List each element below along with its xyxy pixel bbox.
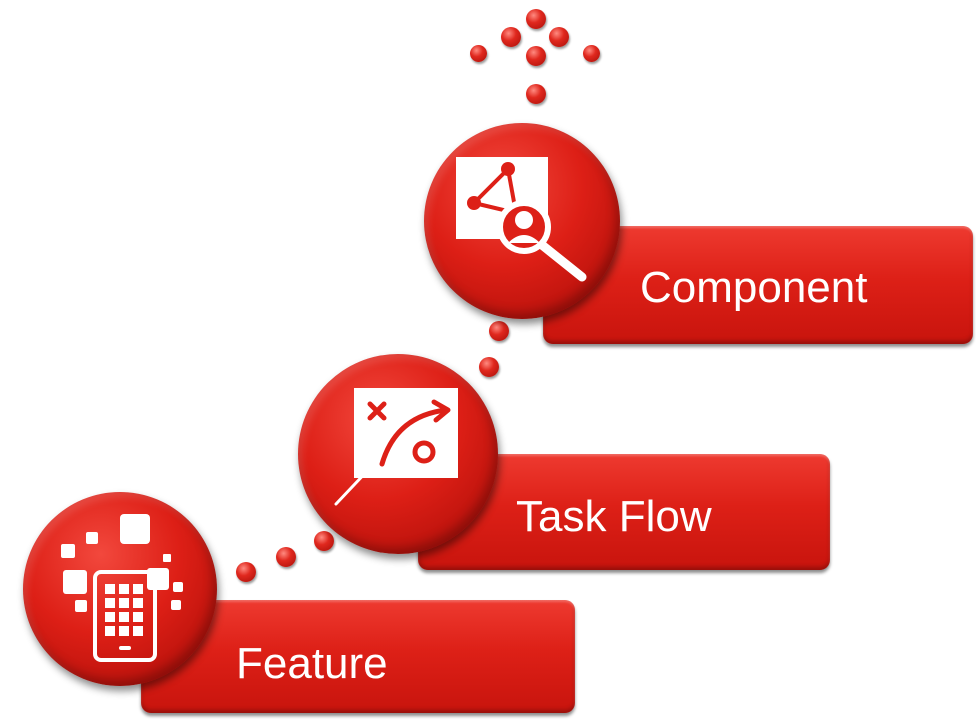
connector-dot <box>526 46 546 66</box>
task-flow-label: Task Flow <box>516 492 712 541</box>
feature-circle <box>23 492 217 686</box>
component-label: Component <box>640 263 868 312</box>
connector-dot <box>549 27 569 47</box>
connector-dot <box>276 547 296 567</box>
connector-dot <box>489 321 509 341</box>
connector-dot <box>479 357 499 377</box>
network-search-icon <box>456 157 587 282</box>
connector-dot <box>501 27 521 47</box>
connector-dot <box>583 45 600 62</box>
feature-label: Feature <box>236 639 388 688</box>
connector-dot <box>470 45 487 62</box>
play-diagram-icon <box>334 388 458 506</box>
tablet-apps-icon <box>61 514 183 662</box>
connector-dot <box>314 531 334 551</box>
connector-dot <box>526 84 546 104</box>
connector-dot <box>526 9 546 29</box>
connector-dot <box>236 562 256 582</box>
task-flow-circle <box>298 354 498 554</box>
feature-banner <box>141 600 575 713</box>
component-circle <box>424 123 620 319</box>
